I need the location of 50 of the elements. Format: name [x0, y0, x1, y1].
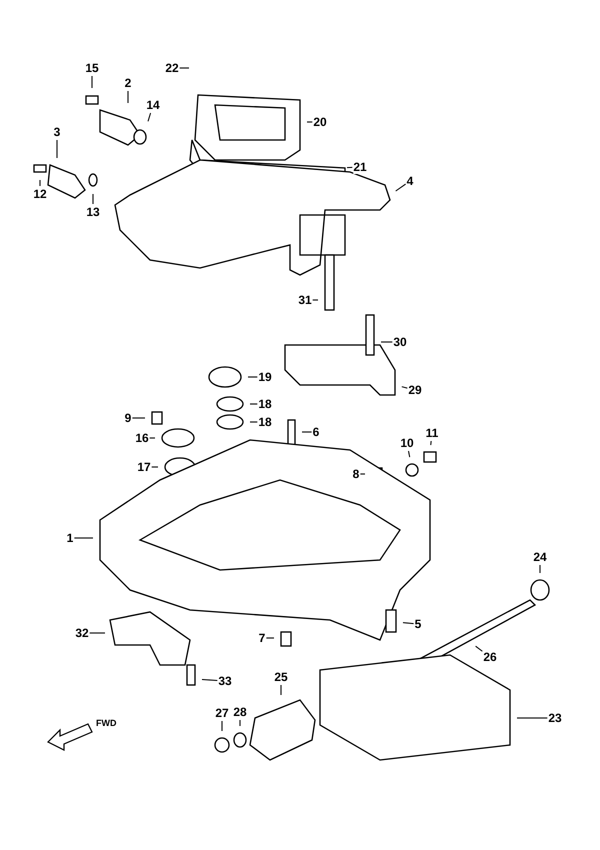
callout-number: 8 — [352, 467, 360, 481]
leader-line — [201, 678, 218, 681]
leader-line — [280, 684, 282, 696]
leader-line — [346, 166, 353, 168]
callout-number: 16 — [135, 431, 149, 445]
callout-number: 19 — [258, 370, 272, 384]
callout-number: 3 — [54, 125, 60, 139]
callout-number: 12 — [33, 187, 47, 201]
callout-number: 20 — [313, 115, 327, 129]
callout-number: 11 — [426, 426, 438, 440]
leader-line — [402, 622, 414, 624]
callout-number: 13 — [86, 205, 100, 219]
leader-line — [408, 450, 410, 458]
callout-number: 33 — [218, 674, 232, 688]
callout-number: 9 — [124, 411, 132, 425]
callout-number: 4 — [406, 174, 414, 188]
callout-number: 27 — [215, 706, 229, 720]
leader-line — [475, 646, 483, 652]
leader-line — [151, 466, 158, 468]
callout-number: 26 — [483, 650, 497, 664]
callout-number: 18 — [258, 397, 272, 411]
leader-line — [395, 184, 406, 192]
callout-number: 18 — [258, 415, 272, 429]
callout-number: 30 — [393, 335, 407, 349]
callout-number: 28 — [233, 705, 247, 719]
callout-number: 23 — [548, 711, 562, 725]
callout-number: 17 — [137, 460, 151, 474]
leader-line — [401, 386, 408, 389]
callout-number: 2 — [124, 76, 132, 90]
leader-line — [148, 112, 152, 122]
callout-number: 25 — [274, 670, 288, 684]
leader-line — [56, 140, 58, 158]
callout-number: 24 — [533, 550, 547, 564]
callout-number: 32 — [75, 626, 89, 640]
callout-number: 29 — [408, 383, 422, 397]
leader-line — [92, 194, 94, 204]
callout-number: 1 — [66, 531, 74, 545]
callout-number: 7 — [258, 631, 266, 645]
callout-number: 21 — [353, 160, 367, 174]
callout-number: 14 — [146, 98, 160, 112]
direction-label: FWD — [96, 718, 116, 728]
callout-number: 6 — [312, 425, 320, 439]
callout-number: 10 — [400, 436, 414, 450]
callout-number: 15 — [85, 61, 99, 75]
callout-number: 31 — [298, 293, 312, 307]
leader-line — [89, 632, 106, 634]
leader-line — [248, 376, 258, 378]
callout-number: 5 — [414, 617, 422, 631]
callout-number: 22 — [165, 61, 179, 75]
leader-line — [430, 440, 432, 446]
